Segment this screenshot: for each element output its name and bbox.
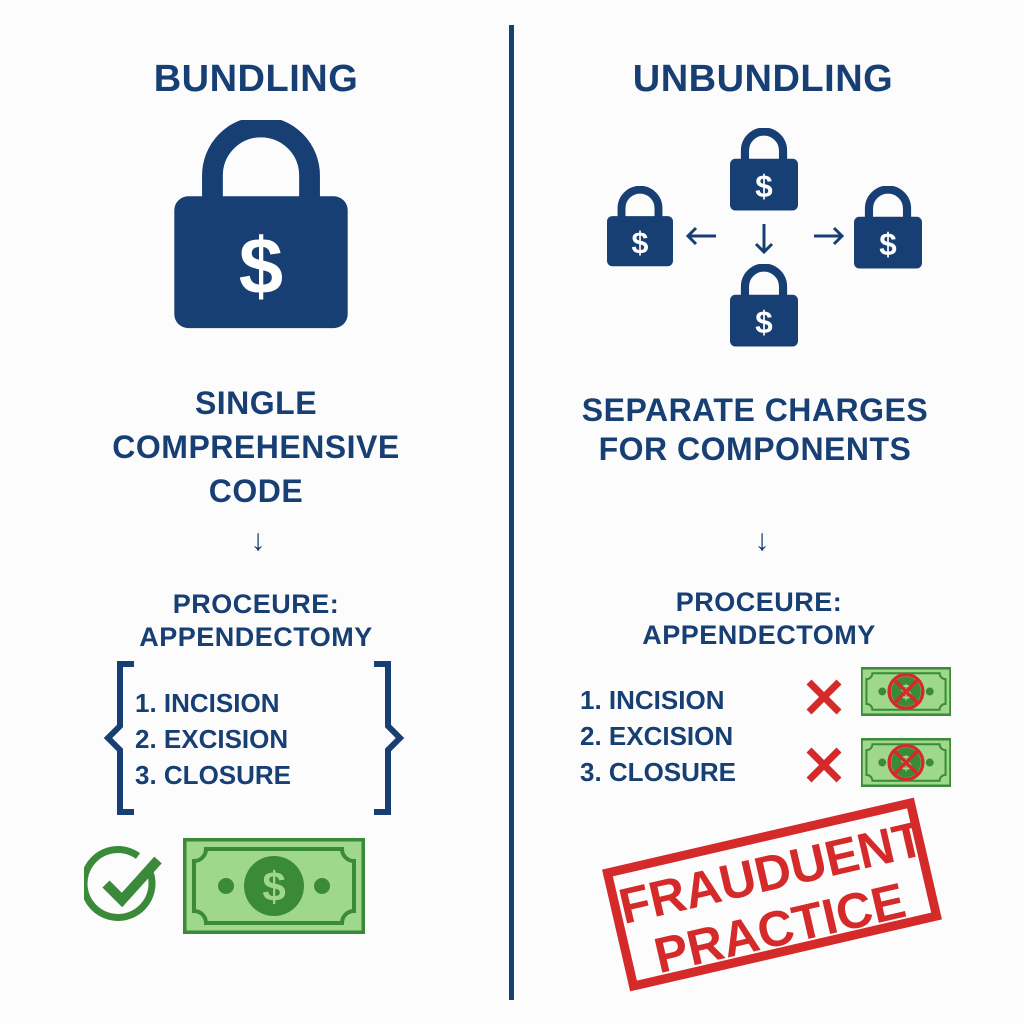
split-arrows-icon: [685, 224, 845, 255]
x-mark-icon: [806, 679, 842, 715]
center-divider: [509, 25, 514, 1000]
subtitle-line: SEPARATE CHARGES: [581, 392, 929, 428]
list-item: 3. CLOSURE: [135, 760, 292, 790]
check-circle-icon: [84, 846, 162, 921]
curly-brackets-icon: [103, 661, 405, 815]
unbundling-title: UNBUNDLING: [632, 58, 894, 100]
bundling-subtitle: SINGLE COMPREHENSIVE CODE: [112, 381, 399, 513]
small-padlock-icon: [607, 186, 673, 270]
list-item: 2. EXCISION: [135, 724, 289, 754]
unbundling-subtitle: SEPARATE CHARGES FOR COMPONENTS: [582, 391, 928, 469]
procedure-name: APPENDECTOMY: [139, 622, 373, 652]
bundling-title: BUNDLING: [153, 58, 359, 100]
small-padlock-icon: [730, 264, 798, 350]
unbundled-steps-list: 1. INCISION 2. EXCISION 3. CLOSURE: [580, 682, 736, 790]
procedure-label: PROCEURE: APPENDECTOMY: [139, 588, 373, 654]
procedure-heading: PROCEURE:: [172, 589, 340, 619]
small-padlock-icon: [854, 186, 922, 272]
padlock-dollar-icon: [174, 120, 348, 335]
crossed-out-dollar-bill-icon: [861, 667, 951, 716]
subtitle-line: SINGLE: [194, 385, 318, 421]
x-mark-icon: [806, 747, 842, 783]
list-item: 1. INCISION: [580, 685, 725, 715]
bundled-steps-list: 1. INCISION 2. EXCISION 3. CLOSURE: [135, 685, 291, 793]
list-item: 3. CLOSURE: [580, 757, 737, 787]
crossed-out-dollar-bill-icon: [861, 738, 951, 787]
subtitle-line: COMPREHENSIVE: [112, 429, 400, 465]
procedure-name: APPENDECTOMY: [642, 620, 876, 650]
subtitle-line: CODE: [208, 473, 304, 509]
procedure-heading: PROCEURE:: [675, 587, 843, 617]
subtitle-line: FOR COMPONENTS: [598, 431, 912, 467]
dollar-bill-icon: [183, 838, 365, 934]
list-item: 2. EXCISION: [580, 721, 734, 751]
small-padlock-icon: [730, 128, 798, 214]
down-arrow-icon: ↓: [250, 524, 266, 557]
list-item: 1. INCISION: [135, 688, 280, 718]
procedure-label: PROCEURE: APPENDECTOMY: [642, 586, 876, 652]
down-arrow-icon: ↓: [754, 524, 770, 557]
fraudulent-practice-stamp: FRAUDUENT PRACTICE: [602, 797, 942, 992]
